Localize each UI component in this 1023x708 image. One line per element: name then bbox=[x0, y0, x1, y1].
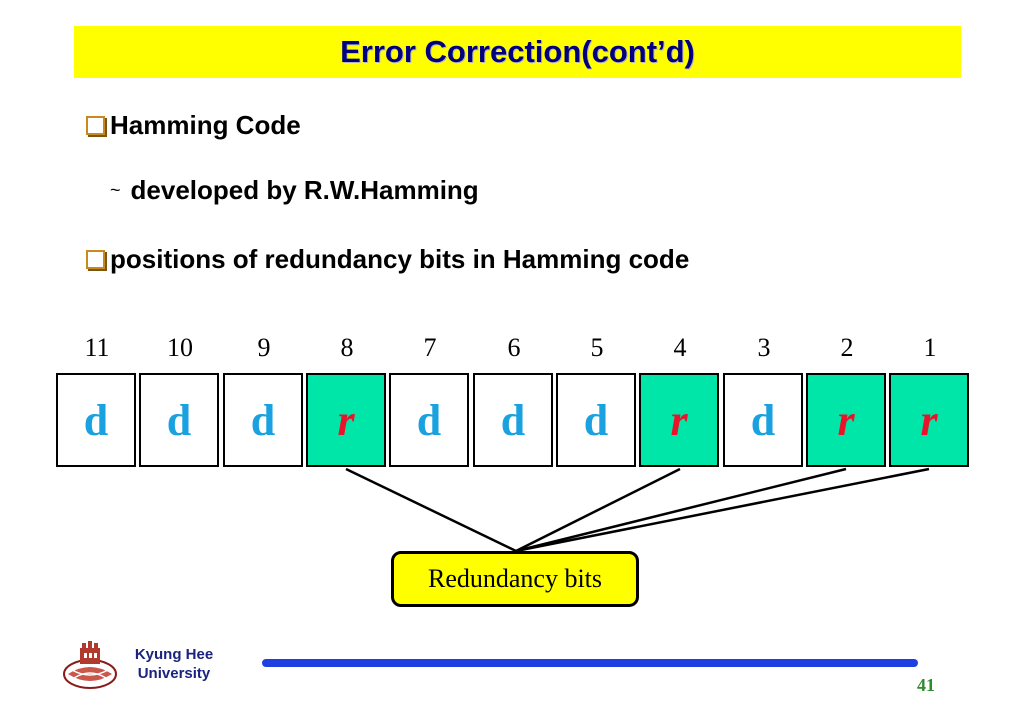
square-bullet-icon bbox=[86, 116, 105, 135]
bullet-text: positions of redundancy bits in Hamming … bbox=[110, 244, 690, 274]
connector-line bbox=[345, 467, 517, 553]
university-name-line2: University bbox=[137, 665, 211, 682]
bullet-positions: positions of redundancy bits in Hamming … bbox=[86, 244, 689, 275]
redundancy-bit-cell: r bbox=[806, 373, 886, 467]
position-label: 6 bbox=[507, 333, 521, 362]
position-label: 4 bbox=[673, 333, 687, 362]
data-bit-cell: d bbox=[473, 373, 553, 467]
redundancy-bit-cell: r bbox=[639, 373, 719, 467]
footer-divider bbox=[262, 659, 918, 667]
position-label: 7 bbox=[423, 333, 437, 362]
square-bullet-icon bbox=[86, 250, 105, 269]
data-bit-cell: d bbox=[389, 373, 469, 467]
position-label: 9 bbox=[257, 333, 271, 362]
bullet-text: Hamming Code bbox=[110, 110, 301, 140]
position-label: 1 bbox=[923, 333, 937, 362]
connector-line bbox=[515, 467, 930, 553]
title-bar: Error Correction(cont’d) bbox=[74, 26, 961, 78]
university-name-line1: Kyung Hee bbox=[134, 646, 214, 663]
bullet-hamming-code: Hamming Code bbox=[86, 110, 301, 141]
data-bit-cell: d bbox=[56, 373, 136, 467]
connector-line bbox=[515, 467, 847, 553]
position-label: 11 bbox=[84, 333, 110, 362]
data-bit-cell: d bbox=[139, 373, 219, 467]
callout-label: Redundancy bits bbox=[427, 564, 603, 593]
position-label: 10 bbox=[167, 333, 193, 362]
data-bit-cell: d bbox=[223, 373, 303, 467]
data-bit-cell: d bbox=[556, 373, 636, 467]
redundancy-bit-cell: r bbox=[306, 373, 386, 467]
redundancy-bit-cell: r bbox=[889, 373, 969, 467]
sub-bullet-text: developed by R.W.Hamming bbox=[130, 175, 479, 205]
connector-line bbox=[515, 467, 681, 553]
university-crest-icon bbox=[63, 641, 117, 689]
position-label: 5 bbox=[590, 333, 604, 362]
tilde-marker: ~ bbox=[110, 180, 121, 200]
redundancy-bits-callout: Redundancy bits bbox=[391, 551, 639, 607]
slide-title: Error Correction(cont’d) bbox=[340, 34, 695, 69]
sub-bullet: ~ developed by R.W.Hamming bbox=[110, 175, 479, 206]
position-label: 3 bbox=[757, 333, 771, 362]
position-label: 8 bbox=[340, 333, 354, 362]
university-name: Kyung Hee University bbox=[124, 645, 224, 683]
page-number: 41 bbox=[917, 675, 935, 695]
position-label: 2 bbox=[840, 333, 854, 362]
data-bit-cell: d bbox=[723, 373, 803, 467]
